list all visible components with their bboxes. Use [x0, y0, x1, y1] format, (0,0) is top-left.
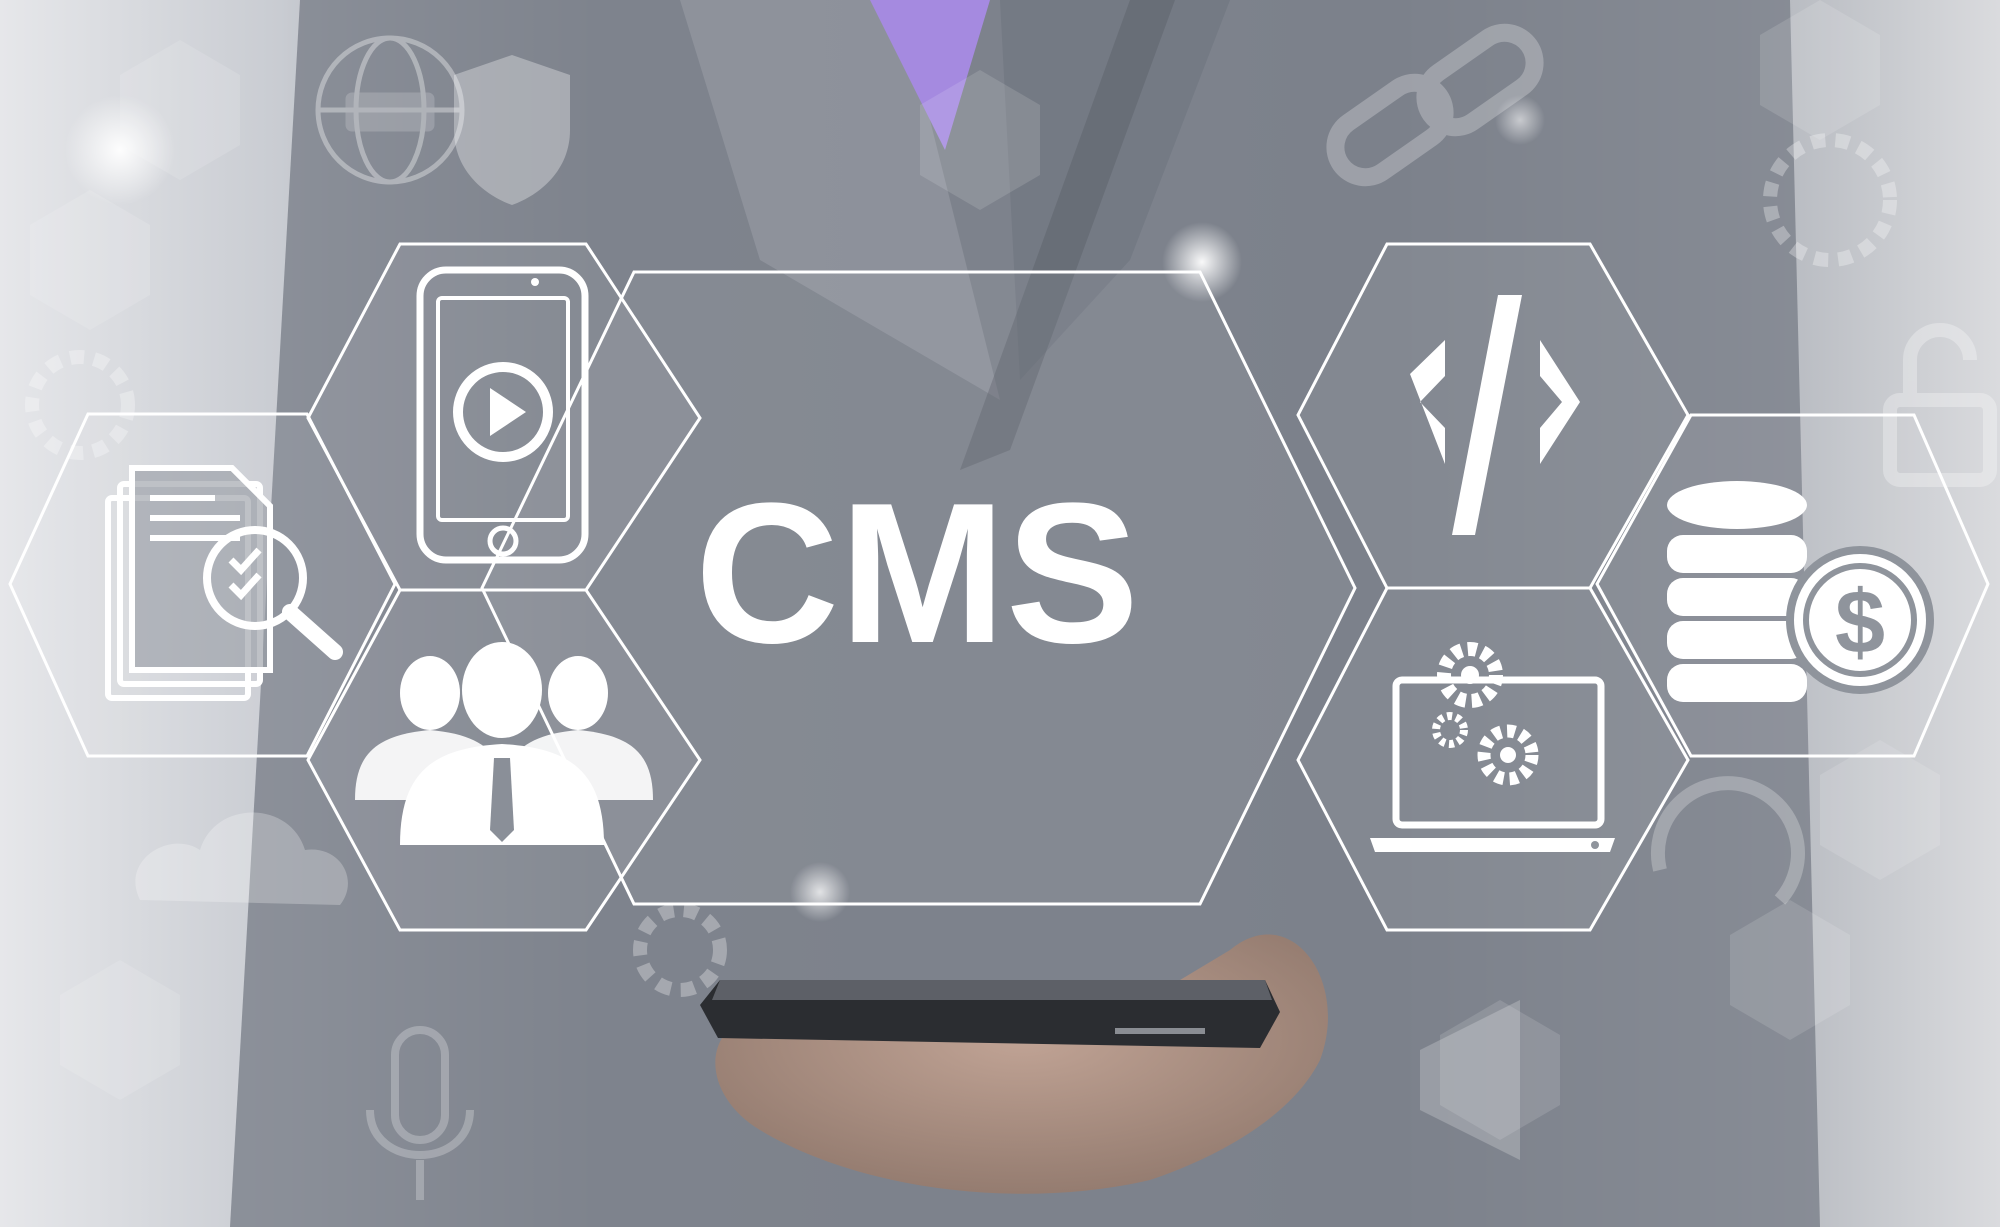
shirt-collar: [870, 0, 990, 150]
tile-center-hexagon: [480, 270, 1357, 906]
tablet: [700, 980, 1280, 1048]
suit-lapel-right: [1000, 0, 1230, 380]
laptop-gears-icon: [1370, 642, 1615, 852]
smartphone-video-icon: [416, 266, 589, 564]
refresh-icon: [1651, 776, 1805, 905]
cms-label: CMS: [695, 462, 1139, 685]
unlock-icon: [1883, 323, 1997, 487]
chain-link-icon: [1326, 23, 1544, 187]
megaphone-icon: [1420, 1000, 1520, 1160]
microphone-icon: [366, 1026, 474, 1200]
svg-text:$: $: [1835, 573, 1885, 673]
cloud-download-icon: [135, 812, 348, 905]
security-lock-icon: [454, 55, 570, 205]
code-brackets-icon: [1410, 295, 1580, 535]
www-globe-icon: [315, 35, 465, 185]
business-team-icon: [355, 642, 653, 845]
gear-icon: [25, 133, 1897, 997]
document-search-icon: [105, 465, 343, 701]
faint-hexagons: [30, 0, 1940, 1140]
strap: [960, 0, 1175, 470]
database-dollar-icon: $: [1667, 481, 1934, 702]
